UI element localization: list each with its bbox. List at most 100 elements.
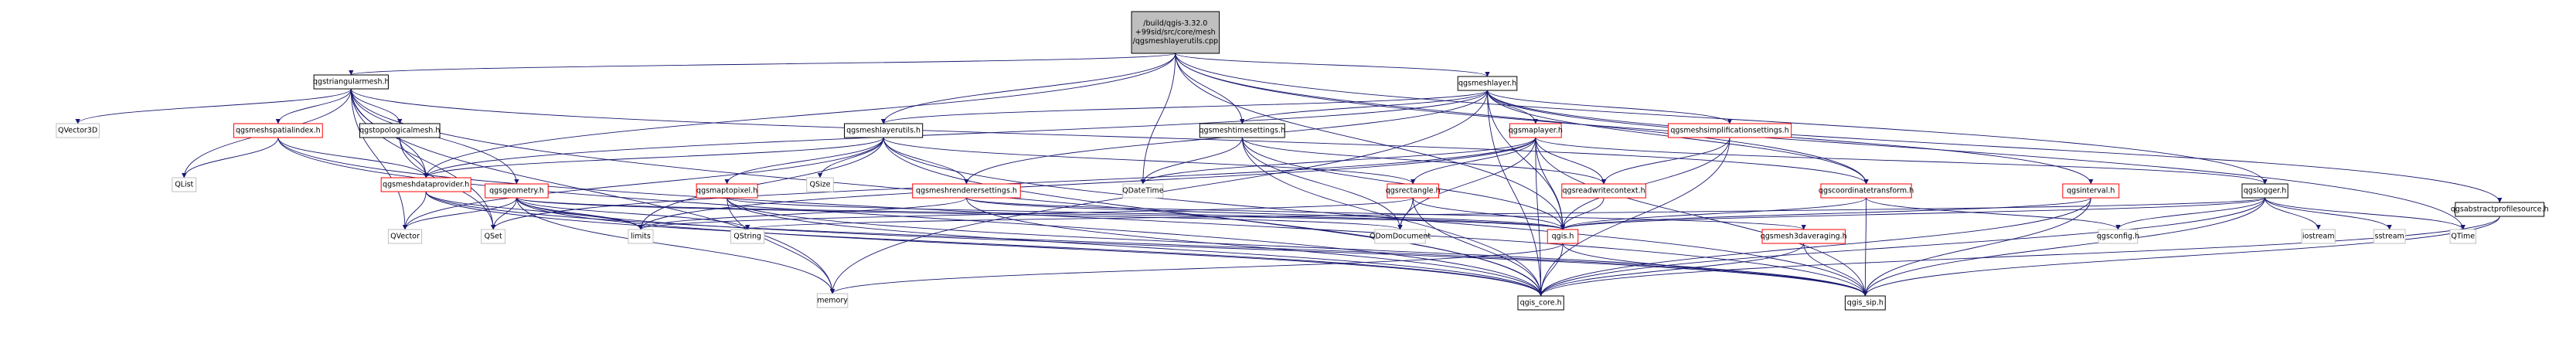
node-maplayer[interactable]: qgsmaplayer.h [1509,123,1563,138]
node-box [2373,229,2406,244]
node-label: qgsmaptopixel.h [696,187,757,196]
node-box [387,229,423,244]
edge-coordtr-to-qgish [1560,197,1867,230]
edge-root-to-tri [349,53,1176,76]
edge-tri-to-coordtr [350,88,1869,185]
edge-tri-to-qset [350,88,496,230]
node-tri[interactable]: qgstriangularmesh.h [313,74,390,90]
node-label: qgsmesh3daveraging.h [1761,233,1847,241]
node-qdom: QDomDocument [1370,229,1431,244]
node-box [816,293,849,308]
node-label: sstream [2375,233,2404,241]
node-box [912,183,1021,199]
node-vec3d: QVector3D [56,123,100,138]
edge-tri-to-topo [350,88,403,124]
node-label: qgsabstractprofilesource.h [2451,206,2549,214]
edge-layerutils-to-rendset [883,137,969,185]
edge-layerutils-to-limits [638,137,884,230]
edge-layerutils-to-rect [883,137,1416,185]
node-label: QString [733,233,761,241]
node-qstring: QString [730,229,765,244]
edge-rect-to-qdom [1397,197,1414,230]
edge-root-to-qgish [1175,53,1566,230]
edge-tri-to-qvector [350,88,408,230]
node-box [1547,229,1579,244]
node-label: qgslogger.h [2244,187,2286,196]
edge-maplayer-to-limits [638,137,1536,230]
edge-geom-to-qstring [516,197,750,230]
node-label: qgsmeshlayer.h [1458,80,1516,88]
node-label: qgsrectangle.h [1386,187,1441,196]
node-label: /qgsmeshlayerutils.cpp [1133,37,1218,46]
node-root[interactable]: /build/qgis-3.32.0+99sid/src/core/mesh/q… [1131,11,1220,54]
edge-maplayer-to-readctx [1535,137,1607,185]
node-maptopix[interactable]: qgsmaptopixel.h [696,183,758,199]
edge-absprof-to-core [1538,216,2500,297]
node-timeset[interactable]: qgsmeshtimesettings.h [1199,123,1285,138]
node-core[interactable]: qgis_core.h [1517,295,1564,311]
node-coordtr[interactable]: qgscoordinatetransform.h [1819,183,1914,199]
edge-avg3d-to-sip [1803,243,1868,297]
node-absprof[interactable]: qgsabstractprofilesource.h [2451,202,2549,217]
node-label: qgsconfig.h [2097,233,2139,241]
node-topo[interactable]: qgstopologicalmesh.h [359,123,441,138]
edge-simpl-to-qgish [1560,137,1730,230]
node-qgish[interactable]: qgis.h [1547,229,1579,244]
node-iostream: iostream [2301,229,2336,244]
node-box [359,123,441,138]
node-sip[interactable]: qgis_sip.h [1844,295,1886,311]
node-label: qgsmeshsimplificationsettings.h [1670,127,1788,135]
node-label: QVector3D [58,127,97,135]
node-label: limits [631,233,651,241]
edge-geom-to-qdom [516,197,1403,230]
edge-maptopix-to-memory [727,197,835,294]
node-label: iostream [2302,233,2335,241]
edge-logger-to-iostream [2265,197,2321,230]
node-limits: limits [628,229,654,244]
node-label: QSize [810,181,831,189]
edge-rendset-to-core [966,197,1543,297]
edge-meshlayer-to-layerutils [881,90,1488,124]
node-layerutils[interactable]: qgsmeshlayerutils.h [843,123,924,138]
node-simpl[interactable]: qgsmeshsimplificationsettings.h [1667,123,1792,138]
edge-geom-to-qvector [402,197,517,230]
edge-dataprov-to-qvector [402,191,427,230]
node-label: qgis_sip.h [1847,299,1884,308]
edge-dataprov-to-core [425,191,1543,297]
node-rendset[interactable]: qgsmeshrenderersettings.h [912,183,1021,199]
node-box [1561,183,1646,199]
node-meshlayer[interactable]: qgsmeshlayer.h [1457,76,1518,91]
edge-rendset-to-limits [638,197,967,230]
edge-geom-to-memory [516,197,835,294]
node-box [2062,183,2120,199]
node-label: QList [175,181,193,189]
edge-coordtr-to-qgsconfig [1866,197,2121,230]
node-box [172,177,197,192]
node-qset: QSet [481,229,506,244]
node-box [1667,123,1792,138]
node-box [1457,76,1518,91]
edge-logger-to-qgsconfig [2115,197,2266,230]
node-dataprov[interactable]: qgsmeshdataprovider.h [380,177,471,192]
node-readctx[interactable]: qgsreadwritecontext.h [1561,183,1646,199]
edge-maptopix-to-core [727,197,1543,297]
node-label: qgsmaplayer.h [1509,127,1563,135]
edge-absprof-to-sip [1863,216,2500,297]
node-spatial[interactable]: qgsmeshspatialindex.h [233,123,323,138]
node-box [380,177,471,192]
edge-topo-to-dataprov [399,137,429,178]
node-rect[interactable]: qgsrectangle.h [1386,183,1441,199]
node-box [481,229,506,244]
edge-meshlayer-to-absprof [1487,90,2503,203]
node-logger[interactable]: qgslogger.h [2241,183,2288,199]
node-label: qgsgeometry.h [489,187,544,196]
edge-geom-to-sip [516,197,1868,297]
node-label: /build/qgis-3.32.0 [1143,19,1207,28]
node-interval[interactable]: qgsinterval.h [2062,183,2120,199]
node-box [1199,123,1285,138]
node-label: qgsmeshlayerutils.h [846,127,920,135]
node-geom[interactable]: qgsgeometry.h [485,183,549,199]
node-label: QTime [2451,233,2475,241]
node-memory: memory [816,293,849,308]
node-avg3d[interactable]: qgsmesh3daveraging.h [1761,229,1847,244]
